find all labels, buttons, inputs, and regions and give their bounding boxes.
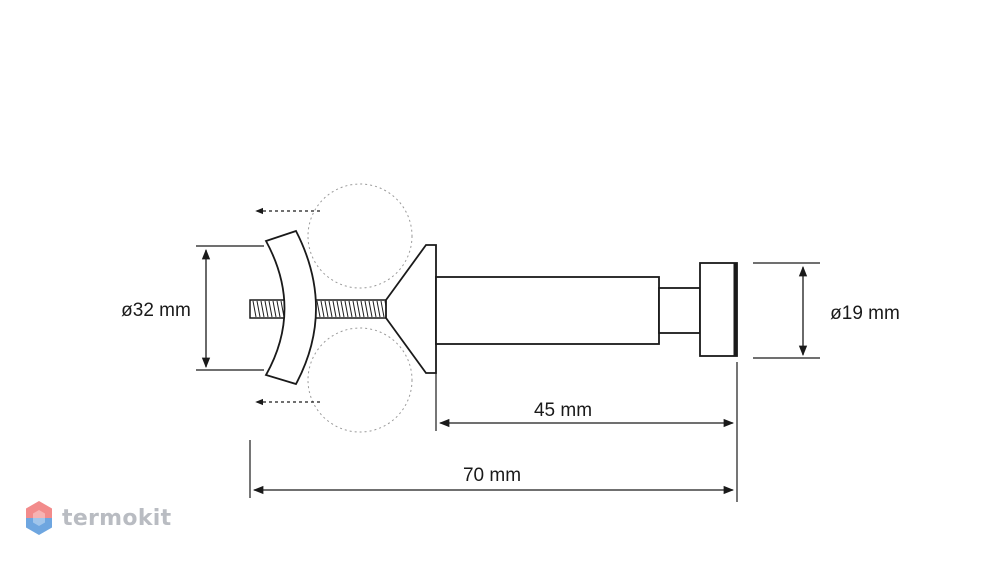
pipe-outlines (307, 183, 413, 433)
neck (658, 287, 701, 334)
dimension-diameter-flange: ø19 mm (753, 262, 900, 359)
thread-line (332, 300, 337, 318)
dimension-length-total: 70 mm (249, 440, 735, 498)
dimension-length-body: 45 mm (435, 362, 738, 502)
thread-line (352, 300, 357, 318)
pipe-circle-bottom (307, 327, 413, 433)
end-cap (699, 262, 738, 357)
cone-flange (385, 244, 437, 374)
thread-line (356, 300, 361, 318)
thread-line (364, 300, 369, 318)
motion-arrows (255, 207, 320, 406)
dimension-label-diameter-flange: ø19 mm (830, 303, 900, 324)
thread-line (348, 300, 353, 318)
thread-line (336, 300, 341, 318)
termokit-logo-icon (26, 501, 52, 535)
thread-line (344, 300, 349, 318)
curved-clamp (264, 229, 317, 386)
thread-line (340, 300, 345, 318)
pipe-circle-top (307, 183, 413, 289)
thread-line (368, 300, 373, 318)
thread-line (380, 300, 385, 318)
thread-line (268, 300, 273, 318)
thread-line (372, 300, 377, 318)
thread-line (328, 300, 333, 318)
thread-line (272, 300, 277, 318)
dimension-diameter-pipe: ø32 mm (121, 245, 264, 371)
thread-line (324, 300, 329, 318)
thread-line (316, 300, 321, 318)
main-body (435, 276, 660, 345)
thread-line (256, 300, 261, 318)
thread-line (376, 300, 381, 318)
thread-line (252, 300, 257, 318)
thread-line (320, 300, 325, 318)
brand-name: termokit (62, 505, 172, 531)
thread-line (276, 300, 281, 318)
brand-logo: termokit (24, 500, 171, 536)
threaded-rod (249, 299, 389, 319)
dimension-label-length-total: 70 mm (463, 465, 521, 486)
thread-line (360, 300, 365, 318)
dimension-label-diameter-pipe: ø32 mm (121, 300, 191, 321)
thread-line (260, 300, 265, 318)
thread-line (264, 300, 269, 318)
dimension-label-length-body: 45 mm (534, 400, 592, 421)
